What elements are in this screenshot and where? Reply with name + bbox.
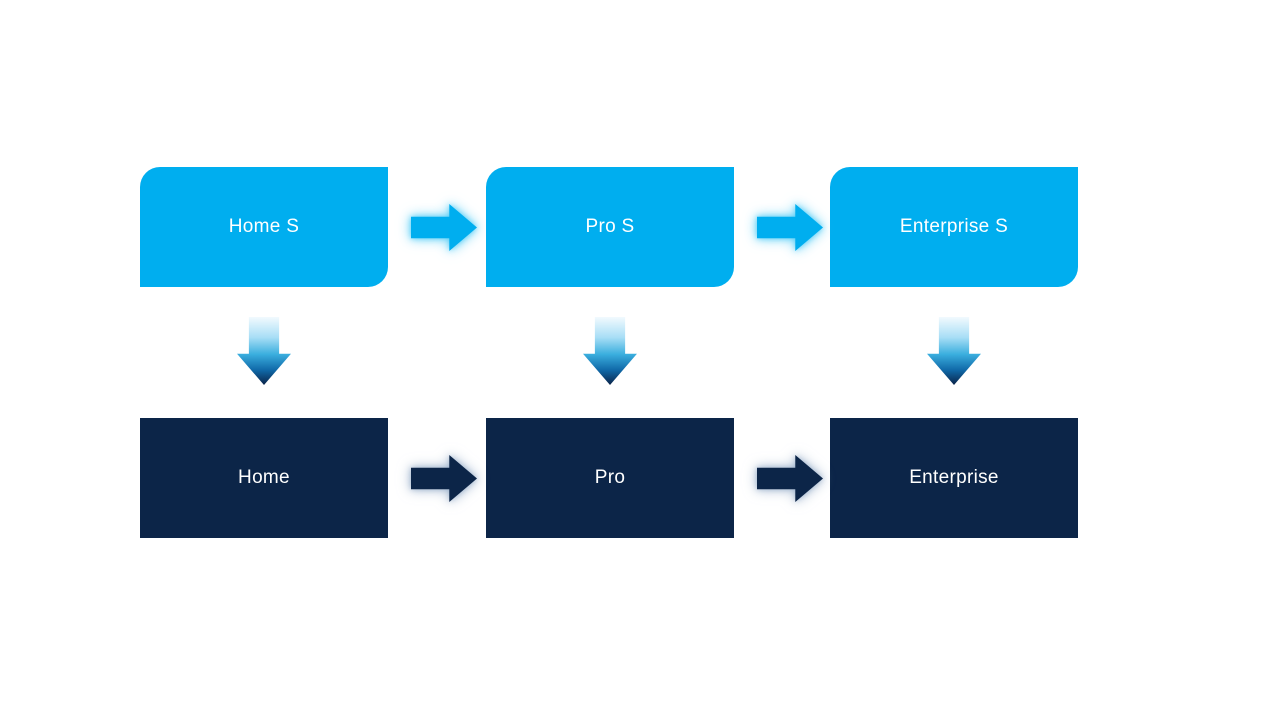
bottom-box-pro: Pro xyxy=(486,418,734,538)
right-arrow-icon xyxy=(411,455,477,502)
right-arrow-icon xyxy=(411,204,477,251)
bottom-box-home: Home xyxy=(140,418,388,538)
down-arrow-icon xyxy=(583,317,637,385)
top-box-enterprise-s: Enterprise S xyxy=(830,167,1078,287)
right-arrow-shape xyxy=(757,204,823,251)
down-arrow-icon xyxy=(237,317,291,385)
right-arrow-icon xyxy=(757,204,823,251)
top-box-enterprise-s-label: Enterprise S xyxy=(899,216,1009,237)
right-arrow-shape xyxy=(411,204,477,251)
top-box-pro-s: Pro S xyxy=(486,167,734,287)
bottom-box-home-label: Home xyxy=(238,467,290,488)
top-box-pro-s-label: Pro S xyxy=(585,216,635,237)
bottom-box-enterprise: Enterprise xyxy=(830,418,1078,538)
top-box-home-s-label: Home S xyxy=(228,216,300,237)
down-arrow-icon xyxy=(927,317,981,385)
bottom-box-pro-label: Pro xyxy=(594,467,626,488)
bottom-box-enterprise-label: Enterprise xyxy=(909,467,999,488)
right-arrow-icon xyxy=(757,455,823,502)
top-box-home-s: Home S xyxy=(140,167,388,287)
right-arrow-shape xyxy=(757,455,823,502)
right-arrow-shape xyxy=(411,455,477,502)
